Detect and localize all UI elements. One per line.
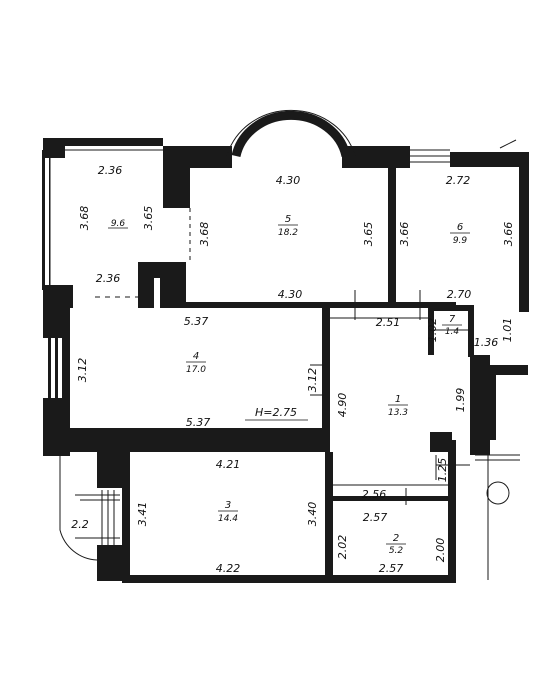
dim-r4-left: 3.12 [76,358,89,383]
dim-r7-bottom: 1.36 [474,336,499,349]
ceiling-height: H=2.75 [255,406,297,419]
room-number-2: 2 [393,533,399,544]
dim-r6-bottom: 2.70 [447,288,472,301]
room-number-3: 3 [225,500,231,511]
dim-hall-top: 2.51 [376,316,401,329]
dim-r2-top: 2.57 [363,511,388,524]
room-number-5: 5 [285,214,291,225]
dim-porch: 2.2 [71,518,89,531]
walls [42,138,529,583]
dim-r5-left: 3.68 [198,222,211,247]
room-number-7: 7 [449,314,456,325]
dim-hall-right: 1.99 [454,388,467,413]
dim-r5-bottom: 4.30 [278,288,303,301]
dim-hall-small: 1.25 [436,458,449,483]
dimensions: 2.36 3.68 3.65 2.36 4.30 3.68 3.65 4.30 … [71,164,515,575]
dim-balcony-top: 2.36 [98,164,123,177]
plan-lines [59,139,520,580]
dim-hall-bottom: 2.56 [362,488,387,501]
dim-balcony-left: 3.68 [78,206,91,231]
dim-r7-left: 1.02 [426,318,439,343]
dim-r3-bottom: 4.22 [216,562,241,575]
dim-r2-right: 2.00 [434,538,447,563]
dim-r6-top: 2.72 [446,174,471,187]
dim-r6-right: 3.66 [502,222,515,247]
dim-balcony-right: 3.65 [142,206,155,231]
dim-r5-right: 3.65 [362,222,375,247]
dim-r4-top: 5.37 [184,315,209,328]
dim-r2-bottom: 2.57 [379,562,404,575]
room-area-1: 13.3 [388,408,408,418]
dim-r3-right: 3.40 [306,502,319,527]
room-number-4: 4 [193,351,199,362]
room-number-6: 6 [457,222,463,233]
room-area-7: 1.4 [445,327,460,337]
dim-hall-side: 4.90 [336,393,349,418]
room-area-balcony: 9.6 [111,219,126,229]
room-area-6: 9.9 [453,236,468,246]
room-area-3: 14.4 [218,514,238,524]
dim-r3-left: 3.41 [136,502,149,527]
dim-r3-top: 4.21 [216,458,241,471]
dim-r7-right: 1.01 [501,318,514,343]
room-labels: 9.6 5 18.2 6 9.9 7 1.4 4 17.0 1 13.3 3 1… [108,214,470,556]
dim-r6-left: 3.66 [398,222,411,247]
dim-r2-left: 2.02 [336,535,349,560]
room-area-4: 17.0 [186,365,206,375]
dim-r5-top: 4.30 [276,174,301,187]
room-area-5: 18.2 [278,228,298,238]
room-number-1: 1 [395,394,401,405]
dim-r4-bottom: 5.37 [186,416,211,429]
dim-balcony-bottom: 2.36 [96,272,121,285]
dim-r4-right: 3.12 [306,368,319,393]
room-area-2: 5.2 [389,546,404,556]
bay-window [225,109,357,161]
